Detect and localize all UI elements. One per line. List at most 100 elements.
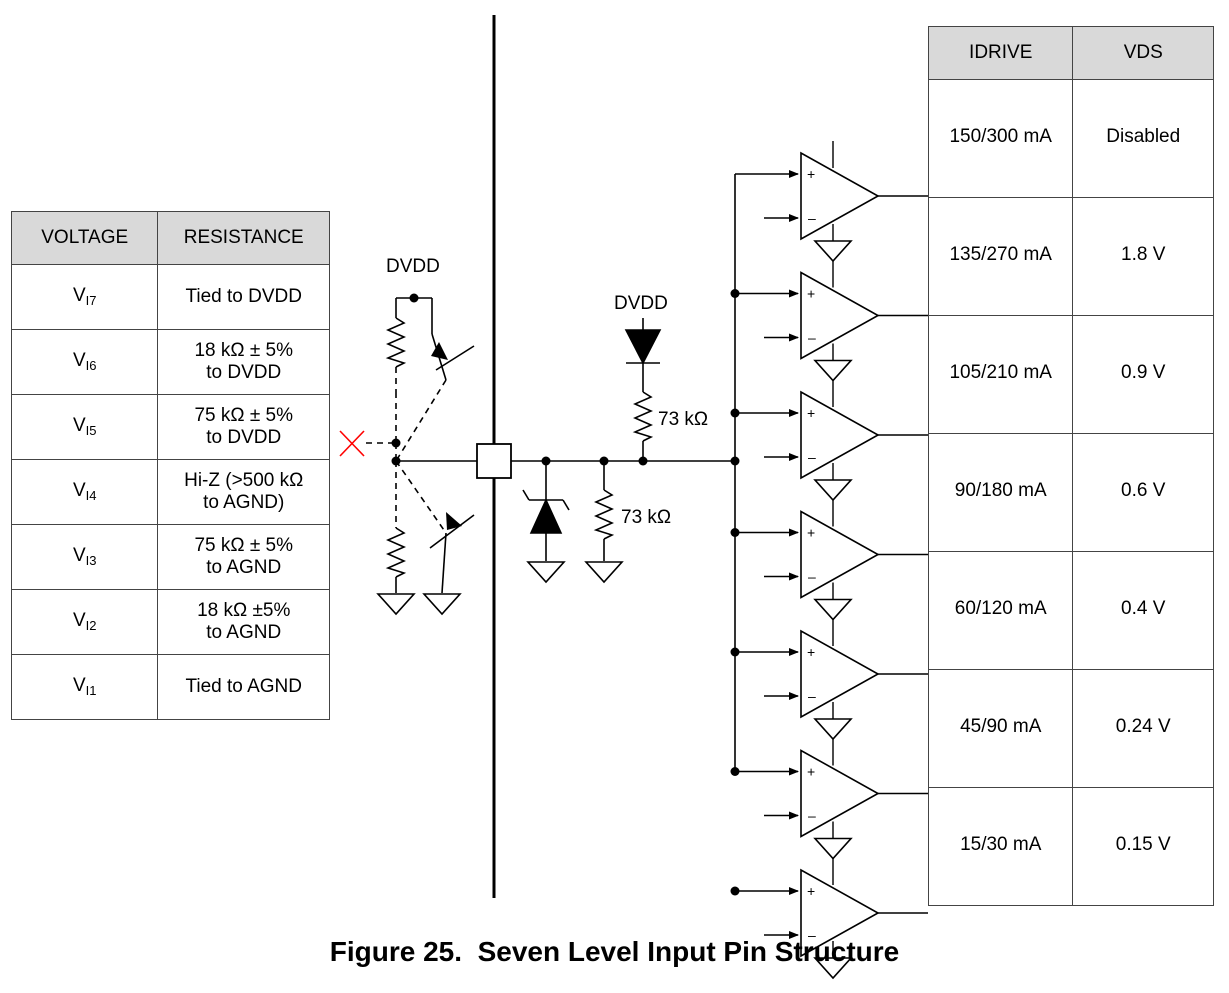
voltage-subscript: I7	[85, 293, 97, 309]
voltage-symbol: V	[72, 610, 86, 632]
voltage-symbol: V	[72, 675, 86, 697]
voltage-row: VI1 Tied to AGND	[10, 654, 330, 720]
voltage-row: VI4 Hi-Z (>500 kΩ to AGND)	[10, 459, 330, 525]
ground-symbol	[813, 359, 853, 382]
ground-symbol	[813, 240, 853, 263]
comparator	[800, 510, 880, 599]
idrive-text: 45/90 mA	[960, 715, 1042, 737]
resistance-cell: 75 kΩ ± 5% to AGND	[157, 524, 330, 590]
idrive-text: 150/300 mA	[949, 125, 1052, 147]
esd-diode	[529, 498, 563, 534]
idrive-text: 60/120 mA	[954, 597, 1047, 619]
idrive-row: 150/300 mA Disabled	[927, 79, 1214, 198]
ground-symbol	[813, 718, 853, 741]
vds-text: 0.4 V	[1121, 597, 1166, 619]
junction-dot	[599, 456, 609, 466]
junction-dot	[730, 767, 740, 776]
junction-dot	[730, 528, 740, 537]
comparator-plus-sign: +	[807, 166, 815, 182]
comparator	[800, 749, 880, 838]
voltage-subscript: I2	[85, 618, 97, 634]
junction-dot	[391, 438, 401, 448]
voltage-subscript: I5	[85, 423, 97, 439]
voltage-subscript: I6	[85, 358, 97, 374]
dvdd-diode	[624, 329, 662, 365]
idrive-row: 135/270 mA 1.8 V	[927, 197, 1214, 316]
voltage-symbol: V	[72, 480, 86, 502]
idrive-text: 105/210 mA	[949, 361, 1052, 383]
dvdd-label-right: DVDD	[614, 293, 668, 314]
switch-bottom	[441, 532, 447, 594]
junction-dot	[730, 456, 740, 466]
voltage-cell: VI5	[10, 394, 159, 460]
comparator	[800, 271, 880, 360]
voltage-cell: VI3	[10, 524, 159, 590]
vds-cell: Disabled	[1072, 79, 1214, 198]
dvdd-label-left: DVDD	[386, 256, 440, 277]
idrive-cell: 45/90 mA	[927, 669, 1074, 788]
pullup-73k-resistor	[632, 391, 654, 442]
idrive-text: 135/270 mA	[949, 243, 1052, 265]
resistance-cell: 75 kΩ ± 5% to DVDD	[157, 394, 330, 460]
idrive-cell: 105/210 mA	[927, 315, 1074, 434]
comparator	[800, 151, 880, 241]
idrive-text: 90/180 mA	[954, 479, 1047, 501]
junction-dot	[730, 647, 740, 657]
comparator-plus-sign: +	[807, 525, 815, 541]
idrive-cell: 135/270 mA	[927, 197, 1074, 316]
resistance-text: Tied to AGND	[185, 676, 302, 698]
resistor-73k-top-label: 73 kΩ	[658, 409, 708, 430]
comparator-minus-sign: –	[808, 688, 816, 704]
resistance-column-header: RESISTANCE	[157, 211, 330, 265]
comparator-plus-sign: +	[807, 883, 815, 899]
voltage-cell: VI2	[10, 589, 159, 655]
resistance-cell: Tied to AGND	[157, 654, 330, 720]
comparator-minus-sign: –	[808, 330, 816, 346]
vds-text: 1.8 V	[1121, 243, 1166, 265]
vds-text: 0.24 V	[1115, 715, 1171, 737]
vds-cell: 0.24 V	[1072, 669, 1214, 788]
resistance-text: Tied to DVDD	[185, 286, 302, 308]
no-connect-x	[339, 430, 365, 457]
vds-column-header: VDS	[1072, 26, 1214, 80]
voltage-symbol: V	[72, 285, 86, 307]
pulldown-73k-resistor	[593, 489, 615, 540]
voltage-cell: VI7	[10, 264, 159, 330]
voltage-subscript: I4	[85, 488, 97, 504]
vds-cell: 1.8 V	[1072, 197, 1214, 316]
idrive-row: 90/180 mA 0.6 V	[927, 433, 1214, 552]
idrive-cell: 90/180 mA	[927, 433, 1074, 552]
comparator-plus-sign: +	[807, 286, 815, 302]
idrive-cell: 15/30 mA	[927, 787, 1074, 906]
voltage-symbol: V	[72, 545, 86, 567]
ground-symbol	[813, 479, 853, 502]
vds-cell: 0.4 V	[1072, 551, 1214, 670]
junction-dot	[409, 293, 419, 303]
junction-dot	[638, 456, 648, 466]
ground-symbol	[813, 598, 853, 621]
junction-dot	[730, 289, 740, 298]
idrive-cell: 60/120 mA	[927, 551, 1074, 670]
comparator-minus-sign: –	[808, 808, 816, 824]
voltage-cell: VI6	[10, 329, 159, 395]
vds-text: 0.6 V	[1121, 479, 1166, 501]
junction-dot	[541, 456, 551, 466]
resistance-cell: Hi-Z (>500 kΩ to AGND)	[157, 459, 330, 525]
comparator	[800, 390, 880, 480]
resistance-text: 18 kΩ ± 5% to DVDD	[194, 340, 293, 383]
vds-cell: 0.9 V	[1072, 315, 1214, 434]
pullup-resistor	[385, 317, 407, 368]
switch-top	[431, 333, 447, 381]
resistance-cell: 18 kΩ ±5% to AGND	[157, 589, 330, 655]
comparator-plus-sign: +	[807, 405, 815, 421]
comparator-plus-sign: +	[807, 764, 815, 780]
vds-text: 0.9 V	[1121, 361, 1166, 383]
voltage-subscript: I1	[85, 683, 97, 699]
voltage-subscript: I3	[85, 553, 97, 569]
